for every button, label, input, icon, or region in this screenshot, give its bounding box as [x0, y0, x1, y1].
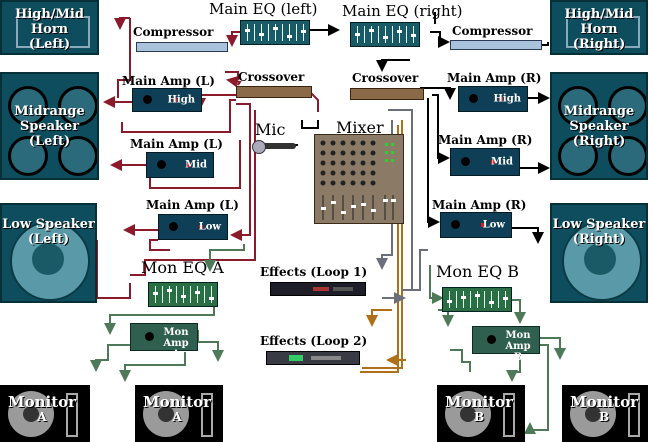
speaker-horn-left: High/Mid Horn (Left)	[0, 0, 99, 55]
amp-l-low-label: Low	[198, 221, 221, 233]
microphone-icon	[256, 143, 296, 149]
amp-r-high-label: High	[493, 93, 521, 105]
mon-eq-a	[148, 282, 218, 307]
horn-right-line3: (Right)	[572, 37, 626, 52]
main-amp-l-high: High	[132, 88, 202, 112]
speaker-low-right: Low Speaker (Right)	[550, 203, 648, 303]
speaker-low-left: Low Speaker (Left)	[0, 203, 97, 303]
mon-amp-a-line1: Mon Amp	[163, 327, 189, 349]
mid-right-line1: Midrange	[563, 104, 635, 119]
mid-left-line2: Speaker	[19, 119, 80, 134]
main-eq-left	[240, 20, 310, 45]
compressor-right	[450, 40, 542, 50]
mon-eq-b	[442, 287, 512, 312]
monitor-a-right-sub: A	[172, 410, 182, 424]
horn-left-line3: (Left)	[28, 37, 71, 52]
monitor-b-right-name: Monitor	[570, 393, 639, 411]
speaker-mid-right: Midrange Speaker (Right)	[550, 72, 648, 180]
mid-right-line3: (Right)	[572, 134, 626, 149]
main-amp-r-high: High	[458, 86, 528, 112]
mon-eq-a-label: Mon EQ A	[141, 258, 224, 277]
monitor-wires	[90, 244, 566, 434]
main-eq-right	[350, 22, 420, 47]
horn-left-line2: Horn	[30, 22, 69, 37]
crossover-right	[350, 88, 424, 100]
horn-right-line1: High/Mid	[564, 7, 634, 22]
crossover-left	[236, 86, 312, 98]
mon-amp-b-line2: B	[513, 352, 523, 363]
knob-icon	[451, 220, 460, 229]
main-amp-l-low-label: Main Amp (L)	[146, 198, 239, 212]
monitor-b-left: Monitor B	[437, 385, 525, 442]
knob-icon	[145, 332, 154, 341]
compressor-left	[136, 42, 228, 52]
low-right-line1: Low Speaker	[552, 217, 646, 232]
monitor-a-left: Monitor A	[0, 385, 90, 442]
monitor-a-left-name: Monitor	[8, 393, 77, 411]
main-amp-r-low-label: Main Amp (R)	[432, 198, 527, 212]
mid-left-line1: Midrange	[14, 104, 85, 119]
mic-label: Mic	[255, 120, 286, 139]
main-eq-left-label: Main EQ (left)	[209, 0, 318, 18]
main-amp-r-low: Low	[440, 212, 512, 238]
crossover-right-label: Crossover	[352, 71, 419, 85]
monitor-a-right-name: Monitor	[143, 393, 212, 411]
mixer-console	[314, 134, 404, 224]
effects-unit-loop1	[270, 282, 366, 296]
horn-right-line2: Horn	[580, 22, 618, 37]
knob-icon	[143, 95, 152, 104]
knob-icon	[461, 157, 470, 166]
main-amp-r-high-label: Main Amp (R)	[447, 71, 542, 85]
mon-amp-a-line2: A	[172, 349, 180, 360]
mon-amp-b: Mon Amp B	[472, 326, 540, 363]
main-amp-l-mid: Mid	[146, 152, 214, 178]
knob-icon	[469, 94, 478, 103]
crossover-left-label: Crossover	[238, 70, 305, 84]
low-left-line1: Low Speaker	[2, 217, 95, 232]
monitor-b-left-name: Monitor	[445, 393, 514, 411]
monitor-a-right: Monitor A	[135, 385, 223, 442]
compressor-right-label: Compressor	[452, 24, 533, 38]
mon-eq-b-label: Mon EQ B	[436, 262, 520, 281]
monitor-b-right: Monitor B	[562, 385, 648, 442]
effects-loop1-label: Effects (Loop 1)	[260, 265, 368, 279]
main-amp-r-mid-label: Main Amp (R)	[438, 133, 533, 147]
low-right-line2: (Right)	[572, 232, 626, 247]
main-amp-r-mid: Mid	[450, 148, 520, 176]
speaker-mid-left: Midrange Speaker (Left)	[0, 72, 99, 180]
mon-amp-a: Mon Amp A	[130, 323, 198, 360]
right-channel-wires	[278, 12, 550, 244]
mid-right-line2: Speaker	[569, 119, 629, 134]
left-channel-wires	[96, 17, 319, 299]
effects-unit-loop2	[266, 351, 360, 365]
microphone-head	[252, 140, 266, 154]
main-amp-l-low: Low	[158, 214, 228, 240]
mid-left-line3: (Left)	[28, 134, 71, 149]
amp-l-mid-label: Mid	[185, 159, 207, 171]
mon-amp-b-line1: Mon Amp	[505, 330, 531, 352]
effects-loop2-label: Effects (Loop 2)	[260, 334, 368, 348]
main-amp-l-mid-label: Main Amp (L)	[130, 137, 223, 151]
compressor-left-label: Compressor	[133, 25, 214, 39]
knob-icon	[157, 160, 166, 169]
main-amp-l-high-label: Main Amp (L)	[122, 74, 215, 88]
main-eq-right-label: Main EQ (right)	[342, 2, 463, 20]
amp-l-high-label: High	[167, 94, 195, 106]
knob-icon	[487, 335, 496, 344]
amp-r-mid-label: Mid	[491, 156, 513, 168]
mixer-label: Mixer	[336, 118, 384, 137]
monitor-b-right-sub: B	[598, 410, 610, 424]
monitor-b-left-sub: B	[473, 410, 485, 424]
horn-left-line1: High/Mid	[15, 7, 84, 22]
speaker-horn-right: High/Mid Horn (Right)	[550, 0, 648, 55]
mixer-controls	[320, 140, 396, 220]
knob-icon	[169, 222, 178, 231]
amp-r-low-label: Low	[482, 219, 505, 231]
low-left-line2: (Left)	[27, 232, 70, 247]
monitor-a-left-sub: A	[37, 410, 47, 424]
